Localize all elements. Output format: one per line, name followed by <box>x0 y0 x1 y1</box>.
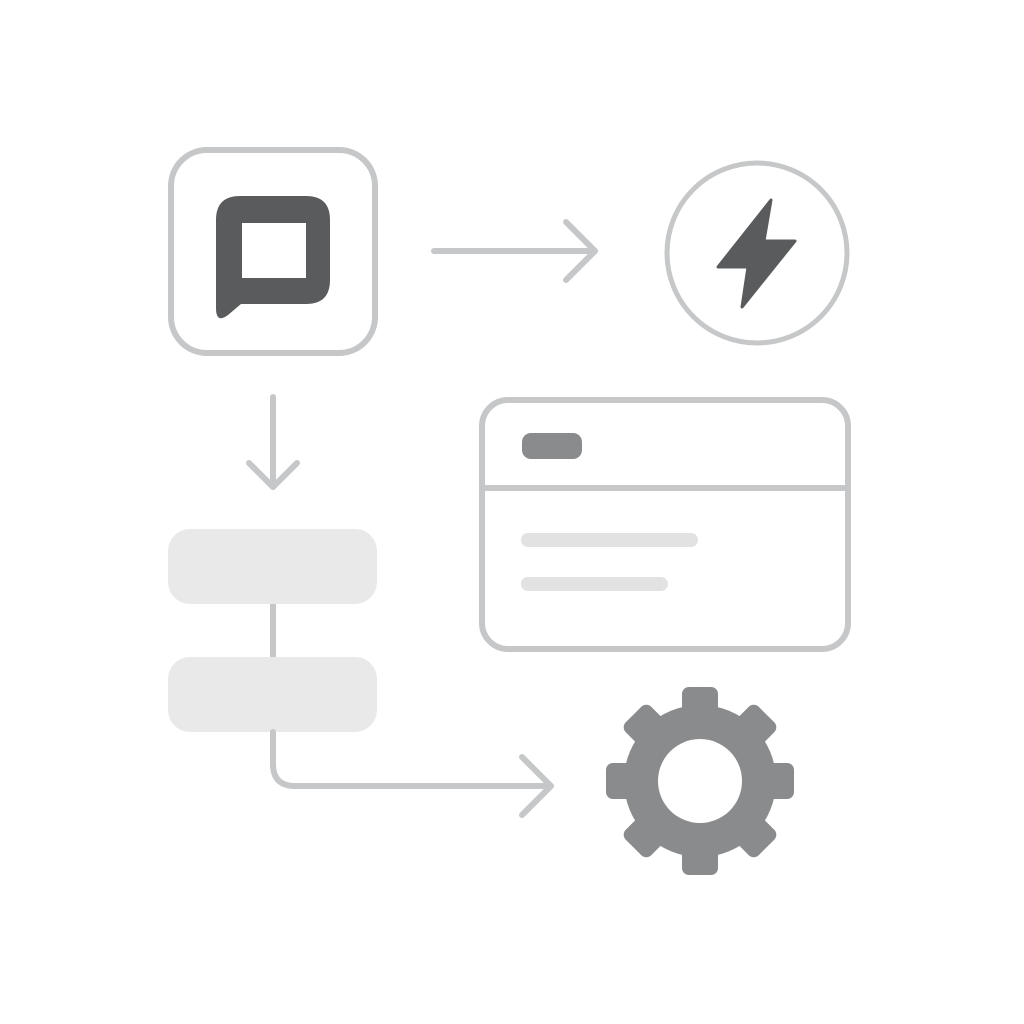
chat-node <box>168 147 378 356</box>
trigger-node <box>664 160 850 346</box>
gear-icon <box>606 687 794 875</box>
arrow-chat-to-trigger <box>431 219 598 283</box>
arrow-chat-to-step-1 <box>246 394 300 490</box>
step-2-block <box>168 657 377 732</box>
gear-hole <box>658 739 742 823</box>
step-1-block <box>168 529 377 604</box>
lightning-bolt-icon <box>716 198 797 309</box>
window-header-pill <box>522 433 582 459</box>
window-node <box>479 397 851 652</box>
window-text-line-2 <box>521 577 668 591</box>
window-text-line-1 <box>521 533 698 547</box>
arrow-step-2-to-settings <box>270 729 554 818</box>
chat-bubble-icon <box>216 196 330 319</box>
